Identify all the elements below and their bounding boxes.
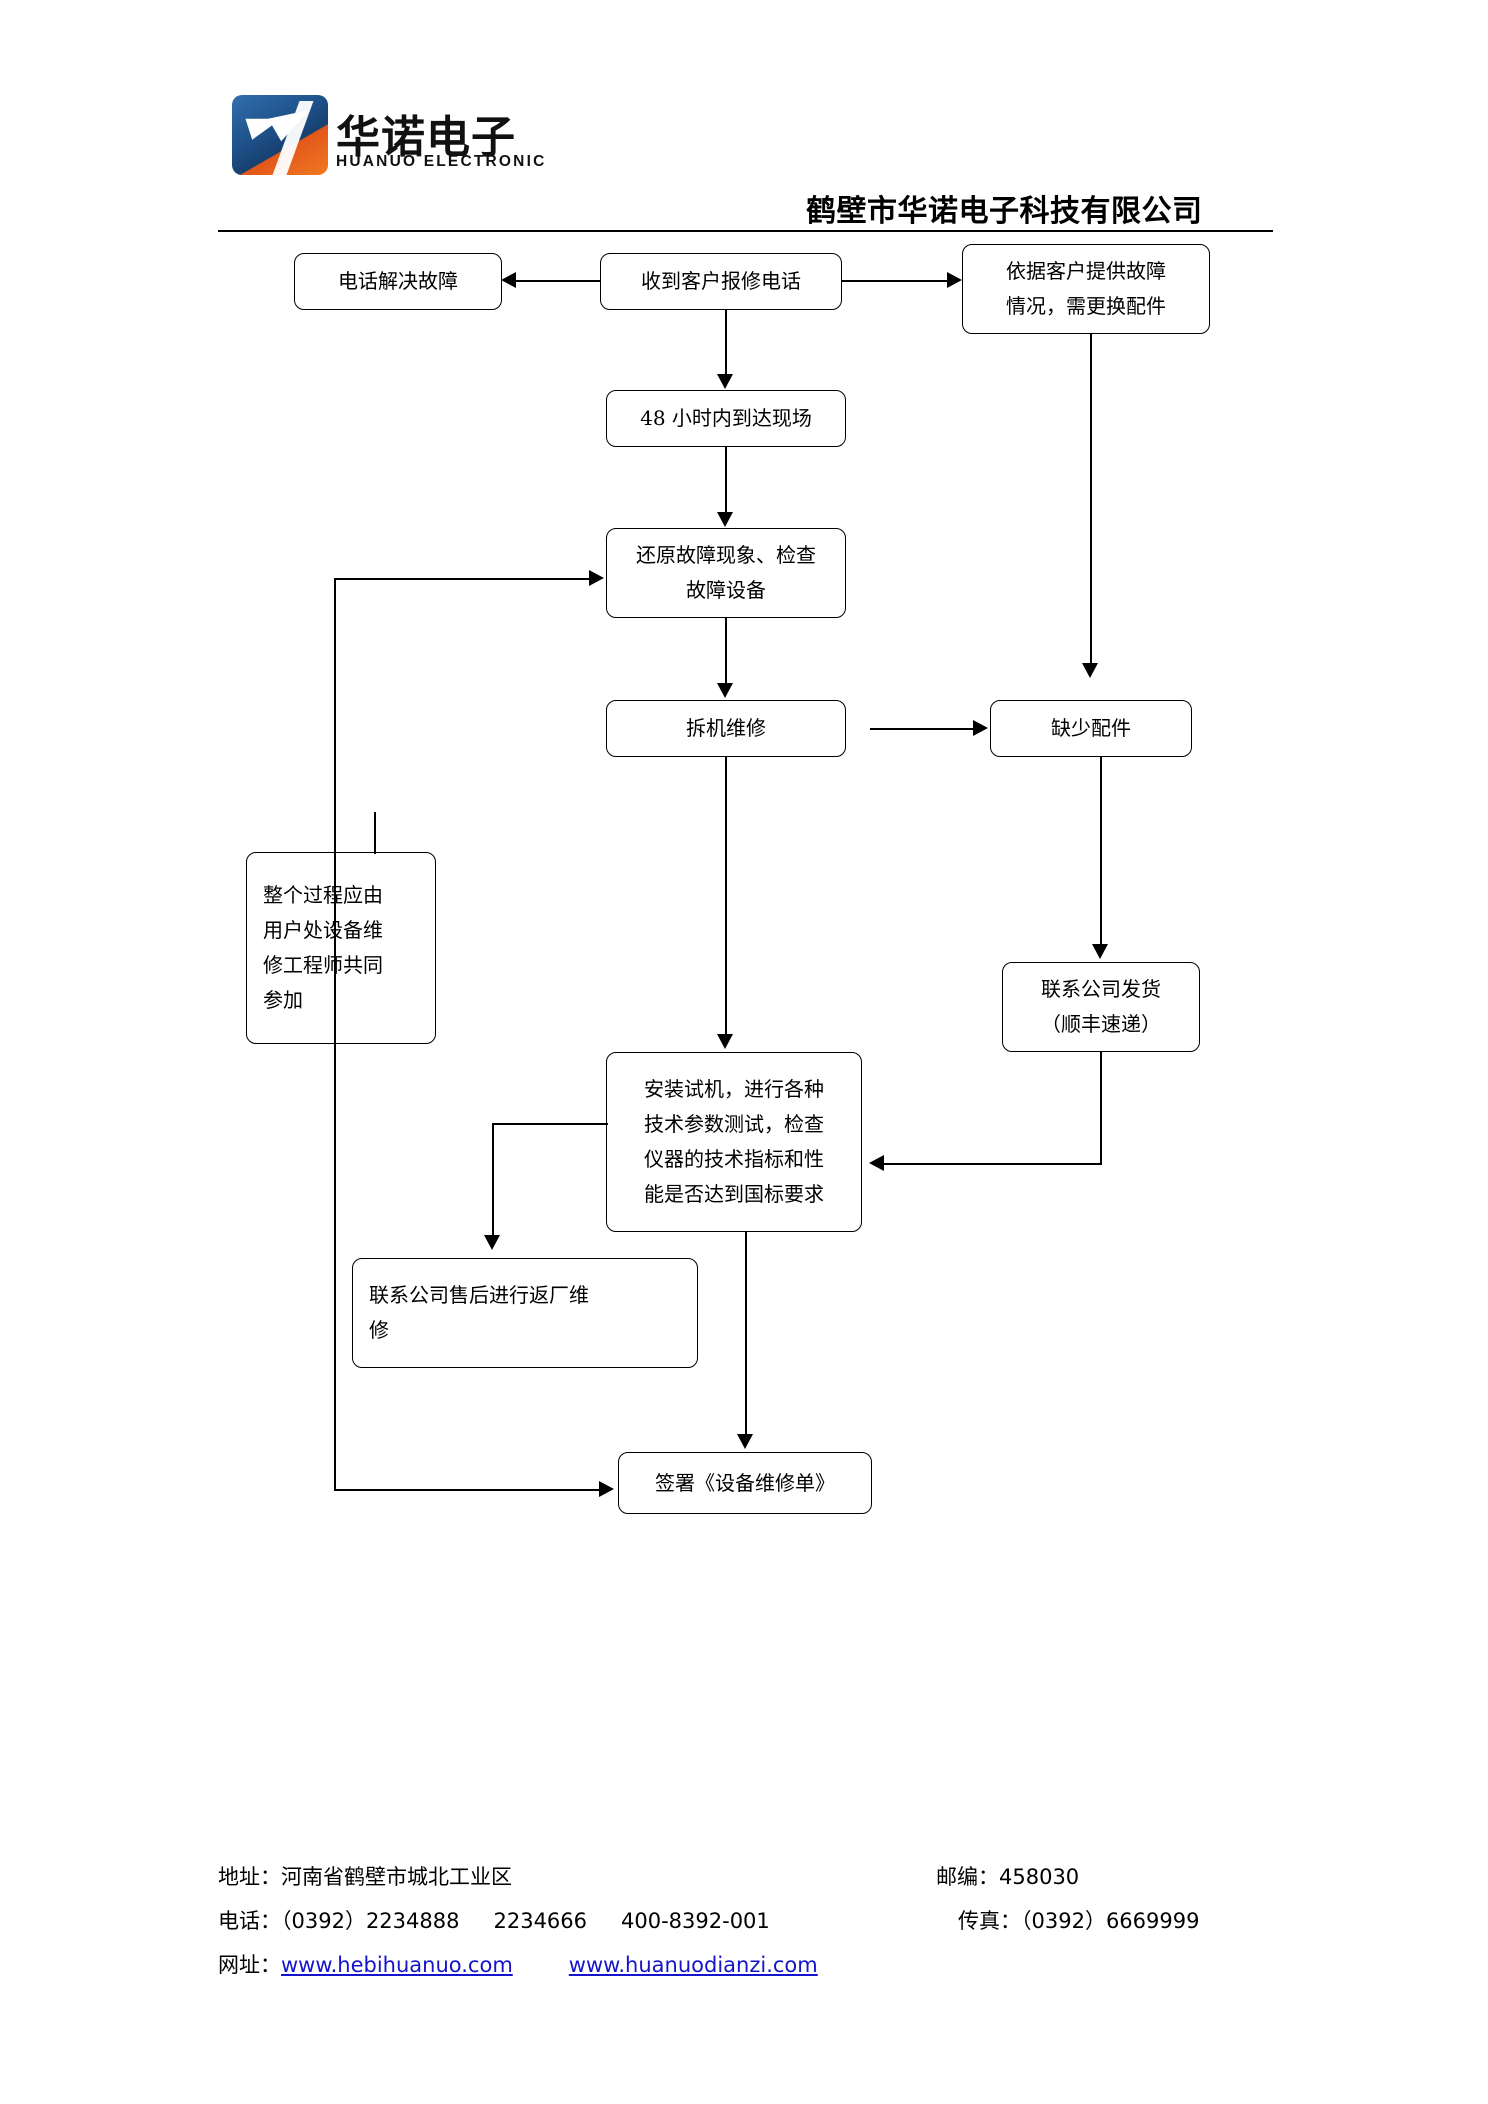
edge-return-to-reproduce-v [334,578,336,1490]
edge-arrowhead-right [947,272,962,288]
flow-node-label: 收到客户报修电话 [641,269,801,293]
footer-row-website: 网址：www.hebihuanuo.com www.huanuodianzi.co… [218,1943,1278,1987]
footer: 地址：河南省鹤壁市城北工业区 邮编：458030 电话：（0392）223488… [218,1855,1278,1987]
header-divider [218,230,1273,232]
flow-node-label: 拆机维修 [686,716,766,740]
logo-english-name: HUANUO ELECTRONIC [336,153,547,170]
flow-node-missing-parts: 缺少配件 [990,700,1192,757]
footer-address-label: 地址： [218,1865,281,1889]
edge-arrowhead-down [737,1434,753,1449]
flow-node-label: 还原故障现象、检查故障设备 [636,543,816,602]
edge-shipping-to-install-v [1100,1052,1102,1164]
edge-install-to-return-h [492,1123,608,1125]
edge-arrowhead-down [1092,944,1108,959]
edge-arrowhead-left [501,272,516,288]
flow-node-disassemble-repair: 拆机维修 [606,700,846,757]
footer-row-address: 地址：河南省鹤壁市城北工业区 邮编：458030 [218,1855,1278,1899]
flow-node-label: 依据客户提供故障情况，需更换配件 [1006,259,1166,318]
footer-address: 地址：河南省鹤壁市城北工业区 [218,1855,512,1899]
company-logo: 华诺电子 HUANUO ELECTRONIC [232,95,572,190]
edge-need-parts-to-missing [1090,334,1092,664]
footer-phone-3: 400-8392-001 [621,1909,770,1933]
edge-install-to-return-v [492,1123,494,1236]
page-title: 鹤壁市华诺电子科技有限公司 [806,194,1203,229]
footer-row-phone: 电话：（0392）2234888 2234666 400-8392-001 传真：（… [218,1899,1278,1943]
flow-node-label: 安装试机，进行各种技术参数测试，检查仪器的技术指标和性能是否达到国标要求 [644,1077,824,1206]
flow-node-reproduce-fault: 还原故障现象、检查故障设备 [606,528,846,618]
edge-receive-to-phone [516,280,600,282]
flow-node-phone-resolve: 电话解决故障 [294,253,502,310]
flow-node-need-parts: 依据客户提供故障情况，需更换配件 [962,244,1210,334]
flow-node-factory-return: 联系公司售后进行返厂维修 [352,1258,698,1368]
footer-fax: 传真：（0392）6669999 [958,1899,1199,1943]
edge-shipping-to-install-h [884,1163,1102,1165]
footer-address-value: 河南省鹤壁市城北工业区 [281,1865,512,1889]
edge-note-stub [374,812,376,854]
edge-arrowhead-down [717,374,733,389]
flow-node-label: 签署《设备维修单》 [655,1470,835,1495]
edge-missing-to-shipping [1100,757,1102,945]
footer-postcode: 邮编：458030 [936,1855,1079,1899]
flow-node-label: 缺少配件 [1051,716,1131,740]
edge-arrowhead-down [717,512,733,527]
edge-install-to-sign [745,1232,747,1435]
edge-reproduce-to-disassemble [725,618,727,684]
footer-phone-label: 电话： [218,1909,281,1933]
footer-phone-2: 2234666 [493,1909,588,1933]
edge-arrowhead-down [717,683,733,698]
edge-return-to-reproduce-h [334,578,590,580]
edge-arrowhead-right [589,570,604,586]
flow-node-receive-call: 收到客户报修电话 [600,253,842,310]
flow-node-label: 联系公司售后进行返厂维修 [369,1283,589,1342]
footer-website-label: 网址： [218,1953,281,1977]
footer-postcode-label: 邮编： [936,1865,999,1889]
edge-arrowhead-down [484,1235,500,1250]
edge-arrowhead-right [599,1481,614,1497]
footer-phone-1: （0392）2234888 [281,1909,460,1933]
footer-fax-value: （0392）6669999 [1021,1909,1200,1933]
footer-website: 网址：www.hebihuanuo.com www.huanuodianzi.co… [218,1943,818,1987]
flow-node-contact-shipping: 联系公司发货（顺丰速递） [1002,962,1200,1052]
flow-node-process-note: 整个过程应由用户处设备维修工程师共同参加 [246,852,436,1044]
edge-arrowhead-left [869,1155,884,1171]
footer-link-huanuodianzi[interactable]: www.huanuodianzi.com [568,1953,818,1977]
edge-arrowhead-down [717,1034,733,1049]
flow-node-label: 电话解决故障 [338,269,458,293]
edge-arrive-to-reproduce [725,447,727,513]
edge-receive-to-arrive [725,310,727,375]
footer-postcode-value: 458030 [999,1865,1080,1889]
flow-node-label: 联系公司发货（顺丰速递） [1041,977,1161,1036]
flow-node-install-test: 安装试机，进行各种技术参数测试，检查仪器的技术指标和性能是否达到国标要求 [606,1052,862,1232]
edge-arrowhead-down [1082,663,1098,678]
footer-fax-label: 传真： [958,1909,1021,1933]
edge-rail-to-sign [334,1489,600,1491]
flow-node-sign-form: 签署《设备维修单》 [618,1452,872,1514]
edge-disassemble-to-install [725,757,727,1035]
flow-node-arrive-48h: 48 小时内到达现场 [606,390,846,447]
flow-node-label: 整个过程应由用户处设备维修工程师共同参加 [263,883,383,1012]
footer-link-hebihuanuo[interactable]: www.hebihuanuo.com [281,1953,513,1977]
flow-node-label: 48 小时内到达现场 [640,406,812,430]
edge-arrowhead-right [973,720,988,736]
footer-phone: 电话：（0392）2234888 2234666 400-8392-001 [218,1899,770,1943]
logo-mark-icon [232,95,328,175]
edge-receive-to-need-parts [842,280,948,282]
logo-chinese-name: 华诺电子 [336,112,516,163]
edge-disassemble-to-missing [870,728,974,730]
